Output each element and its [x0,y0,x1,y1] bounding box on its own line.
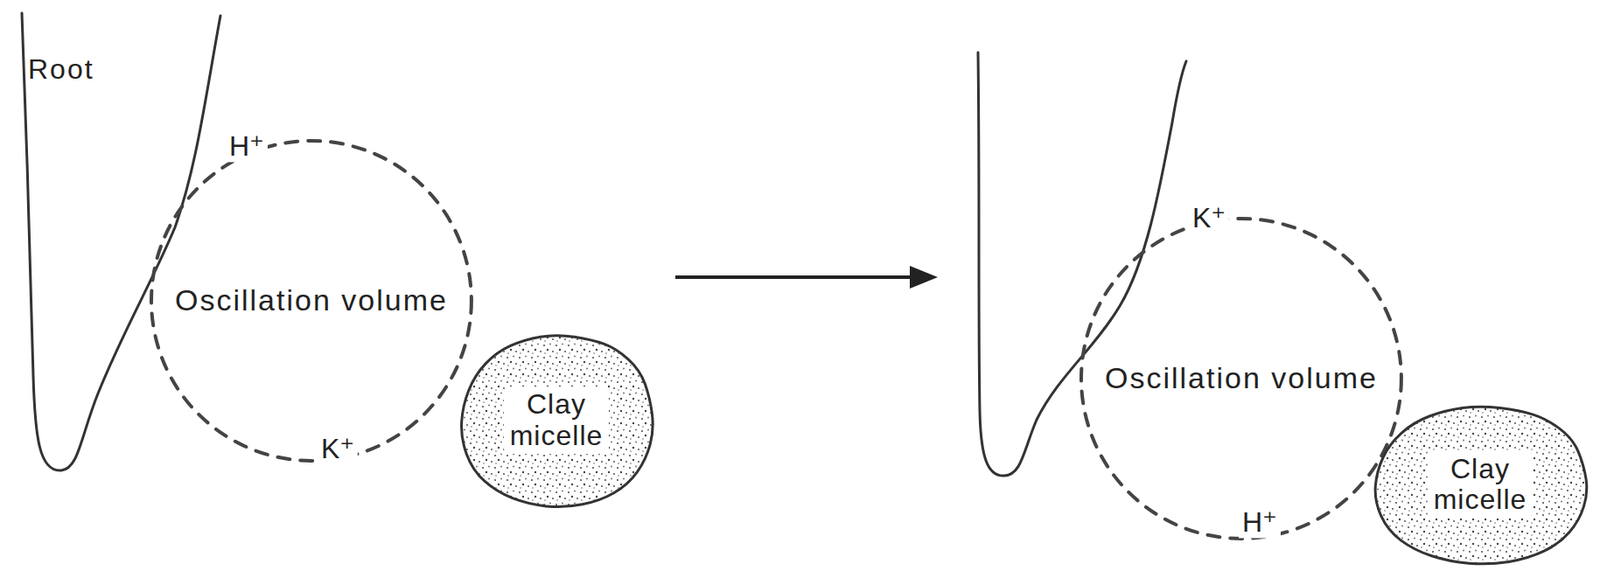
root-label: Root [24,54,98,85]
oscillation-volume: Oscillation volume [148,138,475,464]
micelle-outline [461,335,654,508]
clay-micelle: Clay micelle [456,330,657,511]
ion-label: H⁺ [1238,507,1281,538]
micelle-outline [1375,406,1587,565]
text-group: Oscillation volume [1104,362,1378,395]
micelle-label: Clay micelle [503,386,610,454]
text-group: Oscillation volume [174,284,448,317]
ion-label: K⁺ [317,433,358,465]
micelle-fill [461,335,654,508]
text-group: Clay micelle [1427,451,1534,518]
node-label: Oscillation volume [174,284,448,317]
ion-label: K⁺ [1188,202,1230,234]
node-label: Oscillation volume [1104,362,1378,395]
root-outline [978,52,1187,476]
micelle-fill [1375,406,1587,565]
text-group: Clay micelle [503,386,610,454]
dashed-circle [151,140,472,462]
arrow-head [909,265,938,289]
oscillation-volume: Oscillation volume [1078,216,1405,542]
clay-micelle: Clay micelle [1369,402,1591,567]
root-outline [21,13,221,471]
micelle-label: Clay micelle [1427,451,1534,518]
transition-arrow [675,275,915,280]
dashed-circle [1081,218,1402,539]
ion-label: H⁺ [225,131,268,162]
